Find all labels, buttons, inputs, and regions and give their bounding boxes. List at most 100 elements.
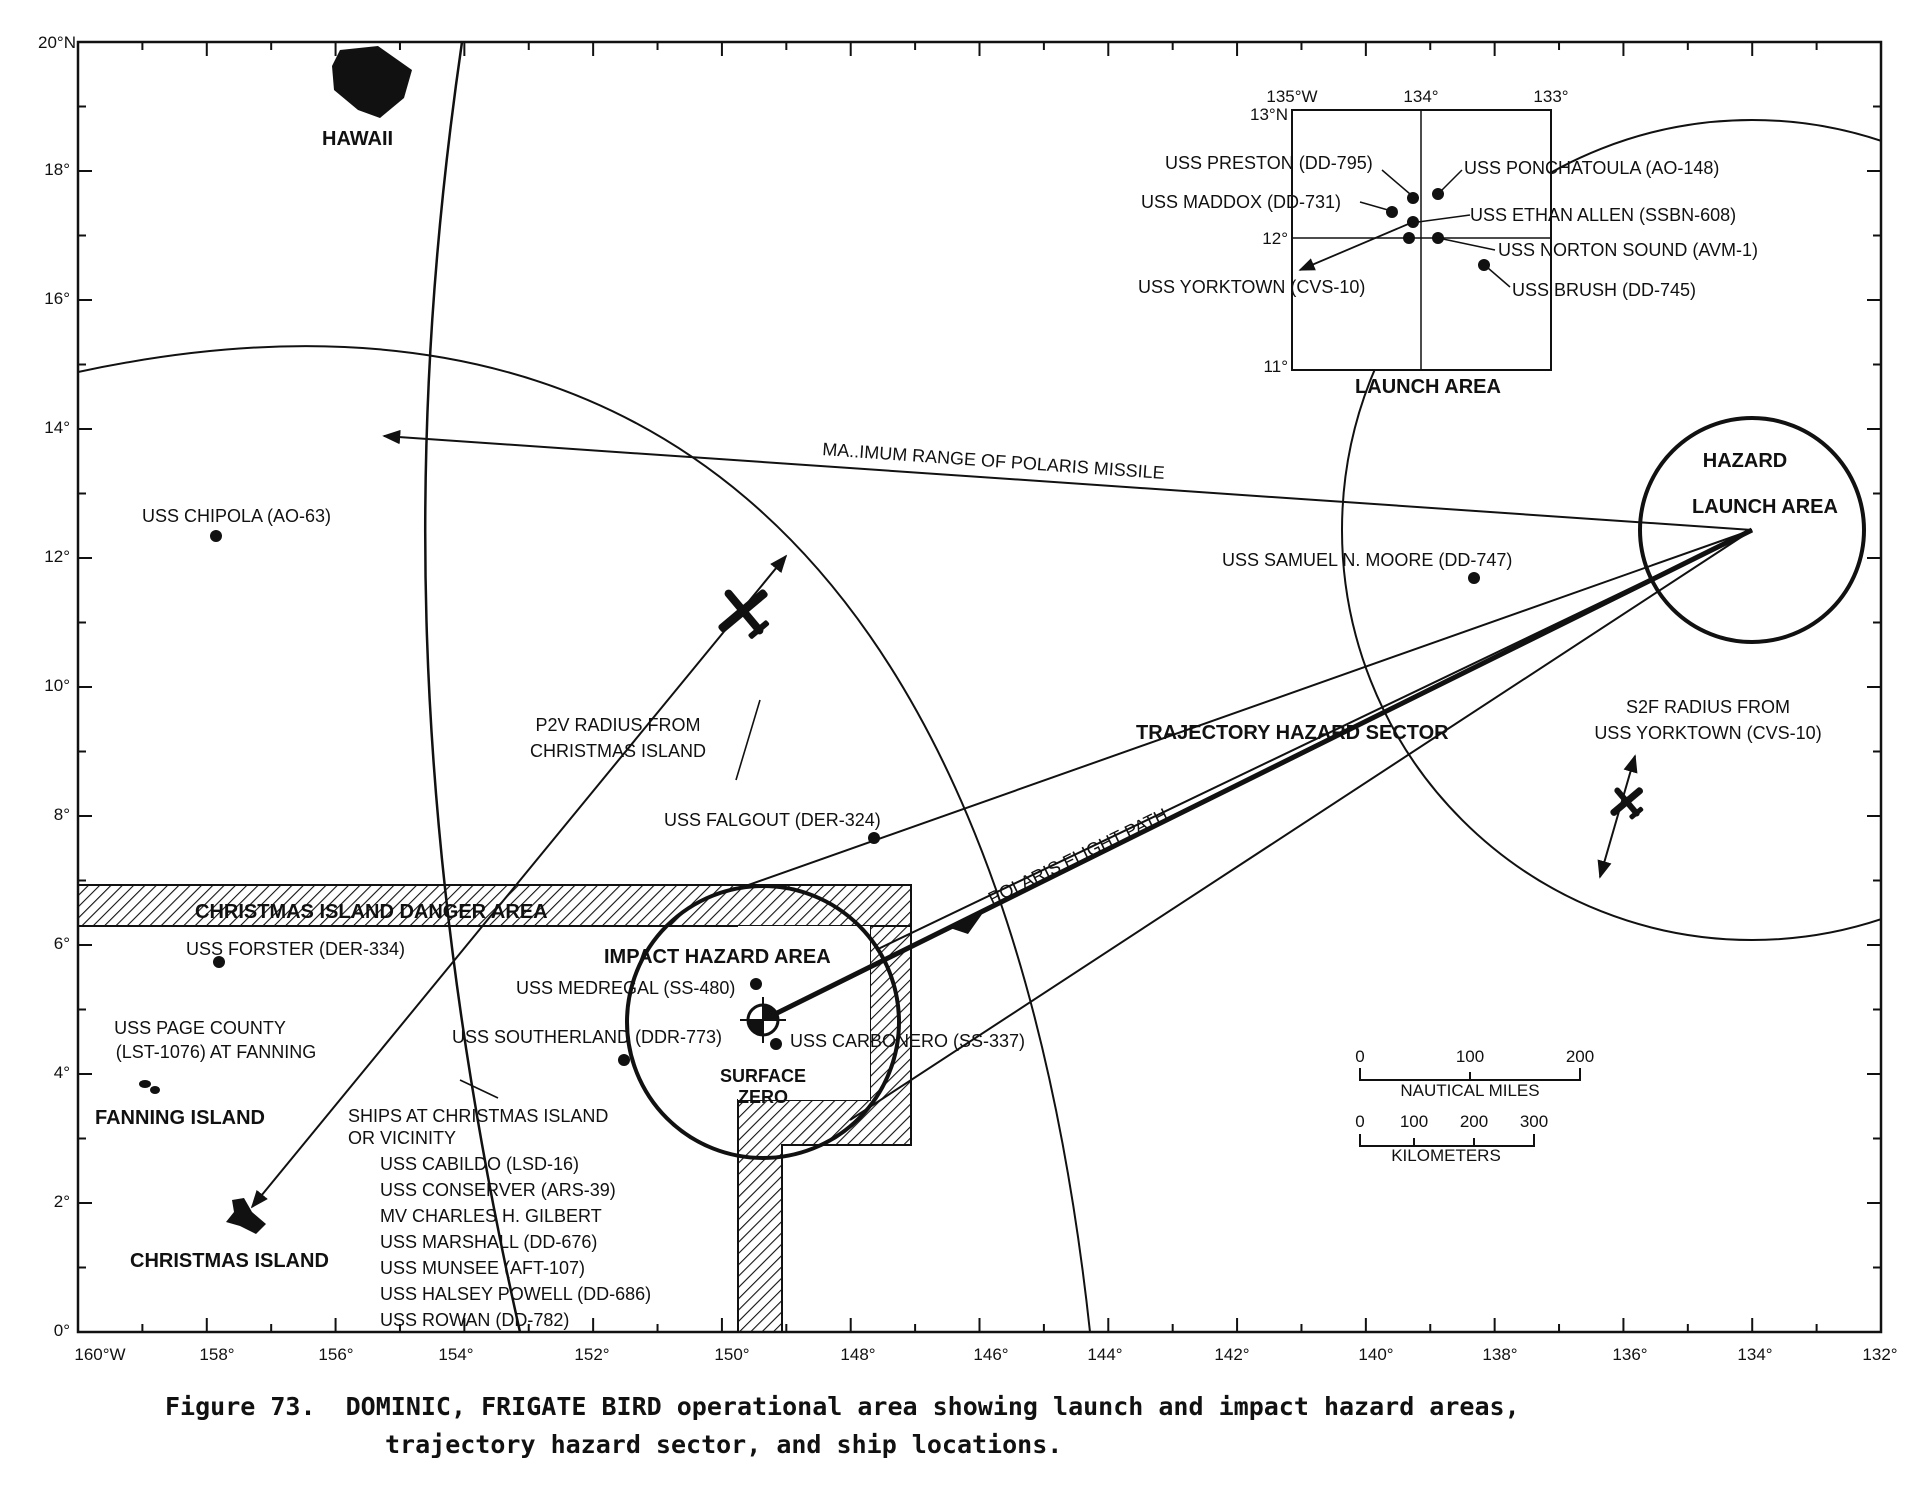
christmas-group-title-2: OR VICINITY (348, 1128, 456, 1148)
caption-line-1: Figure 73. DOMINIC, FRIGATE BIRD operati… (165, 1392, 1520, 1421)
latitude-labels: 0° 2° 4° 6° 8° 10° 12° 14° 16° 18° 20°N (38, 33, 76, 1340)
p2v-radius-arrow (250, 554, 788, 1209)
inset-ship-norton-sound: USS NORTON SOUND (AVM-1) (1498, 240, 1758, 260)
christmas-group-ship-3: MV CHARLES H. GILBERT (380, 1206, 602, 1226)
inset-lat-13: 13°N (1250, 105, 1288, 124)
s2f-radius-arrow (1597, 754, 1638, 879)
lon-label-154: 154° (438, 1345, 473, 1364)
surface-zero-label-2: ZERO (738, 1087, 788, 1107)
hazard-label: HAZARD (1703, 450, 1787, 472)
lon-label-158: 158° (199, 1345, 234, 1364)
km-tick-0: 0 (1355, 1112, 1364, 1131)
surface-zero-label-1: SURFACE (720, 1066, 806, 1086)
longitude-labels: 160°W 158° 156° 154° 152° 150° 148° 146°… (74, 1345, 1897, 1364)
sector-edge-upper (739, 529, 1753, 889)
km-label: KILOMETERS (1391, 1146, 1501, 1165)
lon-label-134: 134° (1737, 1345, 1772, 1364)
danger-area-label: CHRISTMAS ISLAND DANGER AREA (195, 901, 548, 923)
caption-line-2: trajectory hazard sector, and ship locat… (385, 1430, 1063, 1459)
lon-label-138: 138° (1482, 1345, 1517, 1364)
page-county-label-1: USS PAGE COUNTY (114, 1018, 286, 1038)
inset-lon-135: 135°W (1266, 87, 1317, 106)
ship-label-falgout: USS FALGOUT (DER-324) (664, 810, 881, 830)
place-label-hawaii: HAWAII (322, 128, 393, 150)
lat-label-10: 10° (44, 676, 70, 695)
christmas-group-ship-7: USS ROWAN (DD-782) (380, 1310, 569, 1330)
scale-bars: 0 100 200 NAUTICAL MILES 0 100 200 300 K… (1355, 1047, 1594, 1165)
lon-label-132: 132° (1862, 1345, 1897, 1364)
christmas-group-ship-1: USS CABILDO (LSD-16) (380, 1154, 579, 1174)
max-range-label: MA..IMUM RANGE OF POLARIS MISSILE (822, 439, 1166, 483)
operational-area-map: 0° 2° 4° 6° 8° 10° 12° 14° 16° 18° 20°N … (38, 33, 1898, 1364)
hazard-launch-area-circle (1638, 416, 1866, 644)
p2v-radius-label-2: CHRISTMAS ISLAND (530, 741, 706, 761)
lat-label-6: 6° (54, 934, 70, 953)
lon-label-146: 146° (973, 1345, 1008, 1364)
flight-path-arrowhead (950, 910, 985, 934)
ship-labels: USS CHIPOLA (AO-63) USS SAMUEL N. MOORE … (114, 506, 1512, 1330)
inset-lon-134: 134° (1403, 87, 1438, 106)
lat-label-8: 8° (54, 805, 70, 824)
christmas-island-icon (226, 1198, 266, 1234)
inset-title: LAUNCH AREA (1355, 376, 1501, 398)
lon-label-136: 136° (1612, 1345, 1647, 1364)
inset-ship-yorktown: USS YORKTOWN (CVS-10) (1138, 277, 1365, 297)
lat-label-12: 12° (44, 547, 70, 566)
lat-label-14: 14° (44, 418, 70, 437)
p2v-aircraft-icon (718, 589, 770, 639)
p2v-radius-label-1: P2V RADIUS FROM (535, 715, 700, 735)
inset-ship-ethan-allen: USS ETHAN ALLEN (SSBN-608) (1470, 205, 1736, 225)
ship-dot-0 (210, 530, 222, 542)
inset-lat-11: 11° (1264, 357, 1288, 376)
surface-zero-icon (740, 997, 786, 1043)
lon-label-142: 142° (1214, 1345, 1249, 1364)
lon-label-152: 152° (574, 1345, 609, 1364)
inset-ship-ponchatoula: USS PONCHATOULA (AO-148) (1464, 158, 1719, 178)
lon-label-156: 156° (318, 1345, 353, 1364)
s2f-radius-label-1: S2F RADIUS FROM (1626, 697, 1790, 717)
christmas-group-ship-2: USS CONSERVER (ARS-39) (380, 1180, 616, 1200)
inset-ship-brush: USS BRUSH (DD-745) (1512, 280, 1696, 300)
km-tick-100: 100 (1400, 1112, 1428, 1131)
lat-label-0: 0° (54, 1321, 70, 1340)
page-county-label-2: (LST-1076) AT FANNING (116, 1042, 316, 1062)
ship-dot-4 (750, 978, 762, 990)
km-tick-200: 200 (1460, 1112, 1488, 1131)
lon-label-140: 140° (1358, 1345, 1393, 1364)
ship-label-southerland-1: USS SOUTHERLAND (DDR-773) (452, 1027, 722, 1047)
sector-edge-lower (849, 529, 1753, 1121)
lon-label-148: 148° (840, 1345, 875, 1364)
figure-caption: Figure 73. DOMINIC, FRIGATE BIRD operati… (165, 1388, 1865, 1464)
km-tick-300: 300 (1520, 1112, 1548, 1131)
lat-label-16: 16° (44, 289, 70, 308)
polaris-flight-path (761, 527, 1754, 1023)
ship-label-medregal: USS MEDREGAL (SS-480) (516, 978, 735, 998)
nm-tick-200: 200 (1566, 1047, 1594, 1066)
ship-label-carbonero: USS CARBONERO (SS-337) (790, 1031, 1025, 1051)
ship-dot-5 (770, 1038, 782, 1050)
christmas-group-ship-5: USS MUNSEE (AFT-107) (380, 1258, 585, 1278)
inset-ship-preston: USS PRESTON (DD-795) (1165, 153, 1373, 173)
leader-lines (459, 699, 761, 1099)
ship-dot-2 (868, 832, 880, 844)
inset-ship-maddox: USS MADDOX (DD-731) (1141, 192, 1341, 212)
nm-tick-100: 100 (1456, 1047, 1484, 1066)
christmas-group-ship-6: USS HALSEY POWELL (DD-686) (380, 1284, 651, 1304)
nm-label: NAUTICAL MILES (1400, 1081, 1539, 1100)
ship-label-samuel-moore: USS SAMUEL N. MOORE (DD-747) (1222, 550, 1512, 570)
lon-label-160: 160°W (74, 1345, 125, 1364)
lat-label-18: 18° (44, 160, 70, 179)
launch-area-label: LAUNCH AREA (1692, 496, 1838, 518)
inset-lat-12: 12° (1262, 229, 1288, 248)
hawaii-island-icon (332, 46, 412, 118)
trajectory-sector-label: TRAJECTORY HAZARD SECTOR (1136, 722, 1449, 744)
max-range-arrow (382, 429, 1753, 531)
p2v-radius-arc (78, 345, 1091, 1332)
flight-path-label: POLARIS FLIGHT PATH (985, 804, 1171, 908)
ship-dot-1 (1468, 572, 1480, 584)
lat-label-20: 20°N (38, 33, 76, 52)
christmas-group-title-1: SHIPS AT CHRISTMAS ISLAND (348, 1106, 608, 1126)
s2f-radius-label-2: USS YORKTOWN (CVS-10) (1594, 723, 1821, 743)
lat-label-2: 2° (54, 1192, 70, 1211)
fanning-island-icon (139, 1080, 160, 1094)
